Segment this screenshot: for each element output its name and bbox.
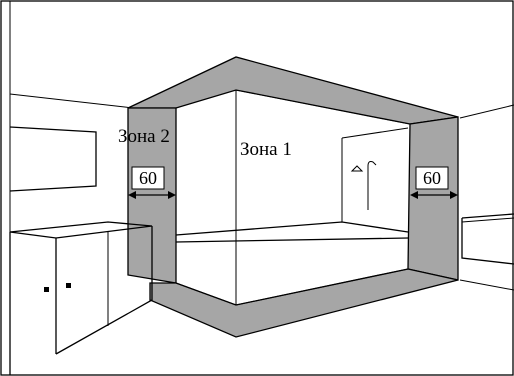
bathtub-front-top [175, 237, 409, 243]
cabinet-knob-right [66, 283, 71, 288]
cabinet-body [9, 226, 153, 375]
right-floor-line [459, 279, 514, 291]
mirror [9, 126, 97, 192]
radiator-top-edge [461, 217, 514, 223]
right-dimension-box [415, 166, 449, 190]
back-wall-top-edge [341, 127, 409, 139]
zone2-floor-band [149, 268, 459, 338]
right-ceiling-line [459, 104, 514, 119]
zone2-label: Зона 2 [118, 126, 170, 147]
left-dimension-arrow [128, 191, 176, 199]
left-dimension-label: 60 [139, 168, 157, 188]
left-ceiling-line [9, 93, 134, 109]
zone1-label: Зона 1 [240, 139, 292, 160]
radiator [461, 213, 514, 265]
bathtub-bottom-right [235, 268, 409, 306]
zone2-ceiling-band [127, 56, 459, 125]
cabinet-knob-left [44, 287, 49, 292]
shower-pipe [367, 161, 377, 210]
left-dimension-box [131, 166, 165, 190]
right-dimension-arrow [410, 191, 458, 199]
shower-head-icon [350, 165, 364, 172]
bathtub-bottom-left [175, 282, 237, 306]
right-dimension-label: 60 [423, 168, 441, 188]
bathtub-rim [175, 221, 409, 236]
